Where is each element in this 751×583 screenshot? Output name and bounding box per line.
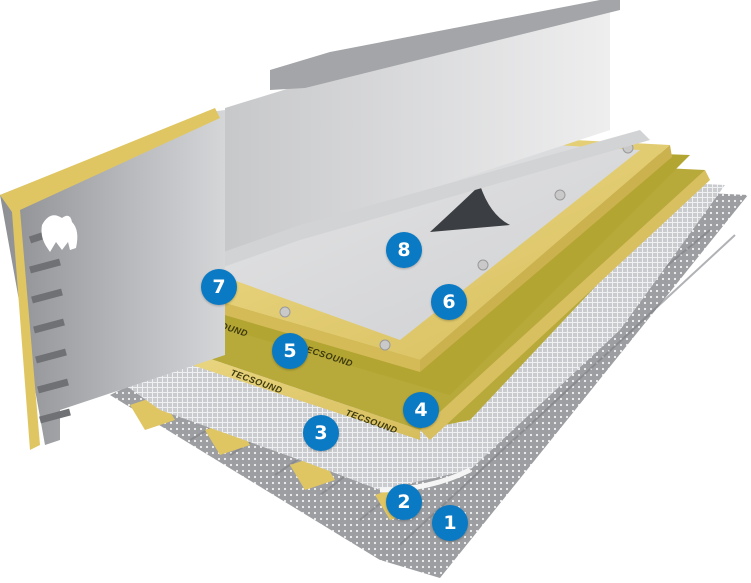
callout-5: 5 (272, 333, 308, 369)
callout-2: 2 (386, 484, 422, 520)
elephant-icon (41, 215, 78, 252)
callout-7: 7 (201, 269, 237, 305)
callout-1: 1 (432, 505, 468, 541)
callout-4: 4 (403, 392, 439, 428)
side-wall-section (0, 108, 225, 450)
callout-3: 3 (303, 415, 339, 451)
callout-6: 6 (431, 284, 467, 320)
parapet-upstand (215, 0, 650, 270)
callout-8: 8 (386, 232, 422, 268)
